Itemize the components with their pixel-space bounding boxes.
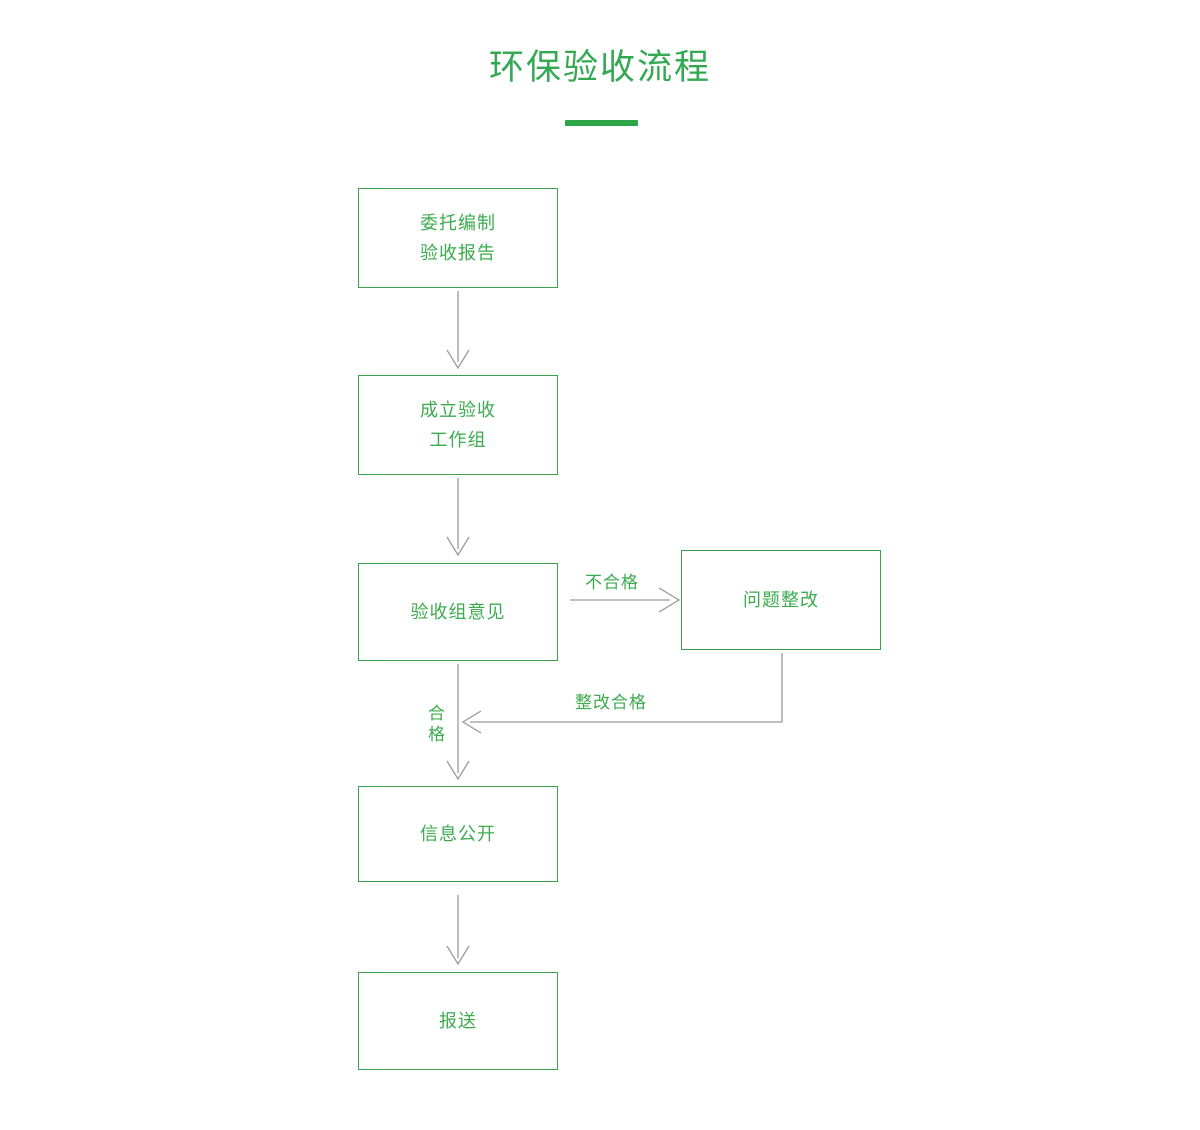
- edge-label-fail: 不合格: [585, 573, 639, 592]
- node-problem-rectification-label: 问题整改: [743, 590, 819, 610]
- node-submit-label: 报送: [439, 1011, 477, 1031]
- edge-label-rectification-passed: 整改合格: [575, 693, 647, 712]
- node-entrust-report-line2: 验收报告: [420, 243, 496, 263]
- node-problem-rectification[interactable]: 问题整改: [681, 550, 881, 650]
- title-underline: [565, 120, 638, 126]
- node-establish-group[interactable]: 成立验收 工作组: [358, 375, 558, 475]
- page-title: 环保验收流程: [488, 48, 711, 87]
- node-information-disclosure[interactable]: 信息公开: [358, 786, 558, 882]
- node-entrust-report-line1: 委托编制: [420, 213, 496, 233]
- node-establish-group-line1: 成立验收: [420, 400, 496, 420]
- connector-opinion-to-disclose: [446, 664, 470, 781]
- node-submit[interactable]: 报送: [358, 972, 558, 1070]
- node-acceptance-opinion[interactable]: 验收组意见: [358, 563, 558, 661]
- connector-entrust-to-group: [446, 291, 470, 370]
- node-entrust-report[interactable]: 委托编制 验收报告: [358, 188, 558, 288]
- node-information-disclosure-label: 信息公开: [420, 824, 496, 844]
- connector-disclose-to-submit: [446, 895, 470, 966]
- node-acceptance-opinion-label: 验收组意见: [410, 602, 506, 622]
- connector-group-to-opinion: [446, 478, 470, 557]
- node-establish-group-line2: 工作组: [429, 430, 487, 450]
- edge-label-pass: 合格: [428, 704, 446, 744]
